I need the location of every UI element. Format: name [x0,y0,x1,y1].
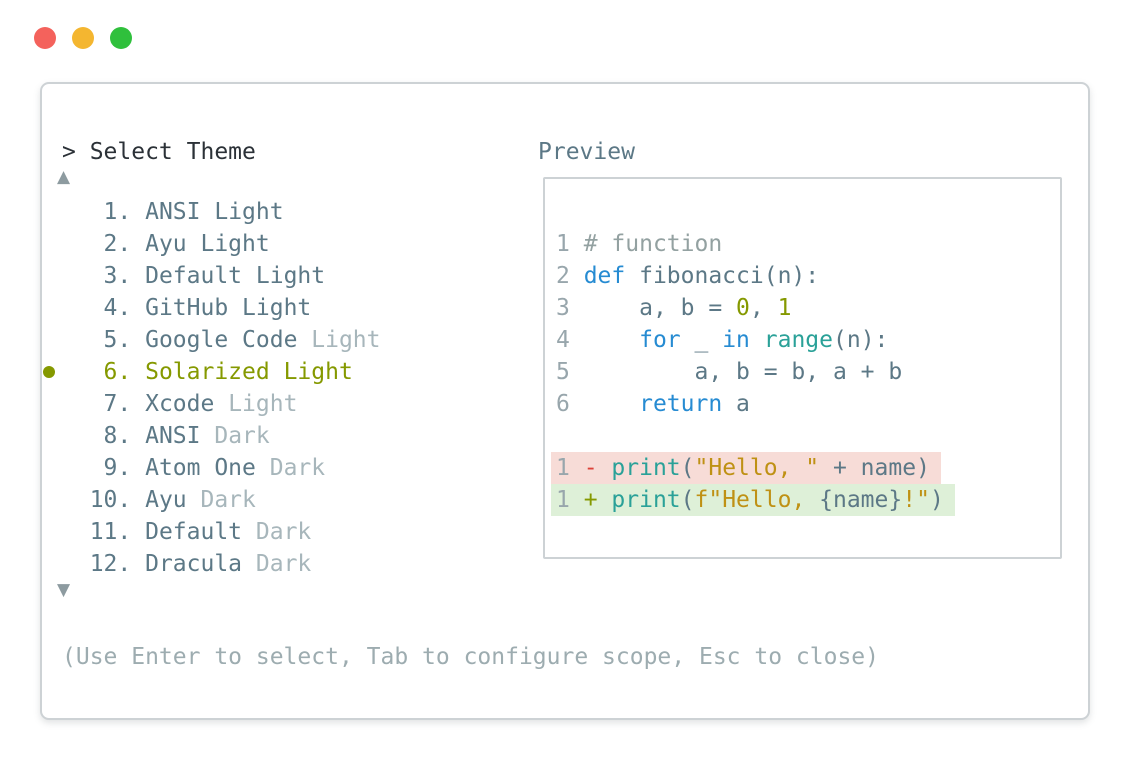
diff-line-added: 1 + print(f"Hello, {name}!") [551,484,1060,516]
selected-item-bullet-icon [43,366,55,378]
zoom-window-button[interactable] [110,27,132,49]
code-line: 5 a, b = b, a + b [556,359,903,385]
theme-item-ayu-light[interactable]: 2. Ayu Light [62,231,270,257]
code-line: 1 # function [556,231,723,257]
scroll-down-icon[interactable]: ▼ [57,580,71,600]
minimize-window-button[interactable] [72,27,94,49]
theme-item-ansi-light[interactable]: 1. ANSI Light [62,199,284,225]
theme-item-ayu-dark[interactable]: 10. Ayu Dark [62,487,256,513]
theme-item-dracula-dark[interactable]: 12. Dracula Dark [62,551,312,577]
code-line: 6 return a [556,391,750,417]
code-line: 4 for _ in range(n): [556,327,889,353]
scroll-up-icon[interactable]: ▲ [57,167,71,187]
theme-item-solarized-light[interactable]: 6. Solarized Light [62,359,353,385]
code-line: 3 a, b = 0, 1 [556,295,792,321]
close-window-button[interactable] [34,27,56,49]
theme-item-default-light[interactable]: 3. Default Light [62,263,326,289]
preview-pane: 1 # function 2 def fibonacci(n): 3 a, b = … [543,177,1062,559]
theme-item-xcode-light[interactable]: 7. Xcode Light [62,391,298,417]
diff-line-removed: 1 - print("Hello, " + name) [551,452,1060,484]
theme-item-ansi-dark[interactable]: 8. ANSI Dark [62,423,270,449]
theme-list: 1. ANSI Light 2. Ayu Light 3. Default Li… [62,196,381,580]
theme-item-github-light[interactable]: 4. GitHub Light [62,295,312,321]
theme-item-default-dark[interactable]: 11. Default Dark [62,519,312,545]
dialog-title: > Select Theme [62,139,256,165]
theme-item-atom-one-dark[interactable]: 9. Atom One Dark [62,455,326,481]
theme-item-google-code-light[interactable]: 5. Google Code Light [62,327,381,353]
code-line [556,420,1060,452]
help-text: (Use Enter to select, Tab to configure s… [62,644,879,670]
code-preview: 1 # function 2 def fibonacci(n): 3 a, b = … [551,228,1060,516]
code-line: 2 def fibonacci(n): [556,263,820,289]
preview-heading: Preview [538,139,635,165]
